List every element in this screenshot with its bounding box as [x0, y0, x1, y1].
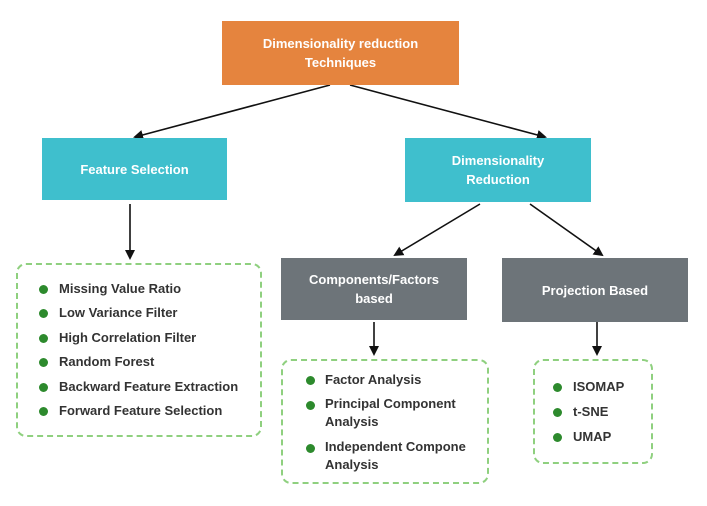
- bullet-icon: [39, 358, 48, 367]
- bullet-icon: [553, 383, 562, 392]
- feature-selection-node: Feature Selection: [42, 138, 227, 200]
- projection-node: Projection Based: [502, 258, 688, 322]
- root-node-line1: Dimensionality reduction: [262, 36, 419, 51]
- list-item: Low Variance Filter: [59, 305, 178, 320]
- arrow-reduction-to-components: [393, 203, 481, 257]
- list-item: Forward Feature Selection: [59, 403, 223, 418]
- dimensionality-reduction-line1: Dimensionality: [451, 153, 545, 168]
- list-item: Random Forest: [59, 354, 155, 369]
- bullet-icon: [306, 376, 315, 385]
- arrow-root-to-dimensionality-reduction: [349, 84, 547, 140]
- list-item: Factor Analysis: [325, 372, 422, 387]
- components-list: Factor Analysis Principal Component Anal…: [281, 359, 489, 484]
- bullet-icon: [39, 309, 48, 318]
- arrow-root-to-feature-selection: [133, 84, 331, 140]
- projection-list: ISOMAP t-SNE UMAP: [533, 359, 653, 464]
- list-item: Missing Value Ratio: [59, 281, 182, 296]
- feature-selection-list: Missing Value Ratio Low Variance Filter …: [16, 263, 262, 437]
- root-node-line2: Techniques: [304, 55, 377, 70]
- dimensionality-reduction-node: Dimensionality Reduction: [405, 138, 591, 202]
- bullet-icon: [553, 433, 562, 442]
- dimensionality-reduction-line2: Reduction: [466, 172, 530, 187]
- components-line1: Components/Factors: [308, 272, 439, 287]
- list-item-continuation: Analysis: [325, 457, 379, 472]
- list-item: High Correlation Filter: [59, 330, 197, 345]
- bullet-icon: [306, 444, 315, 453]
- list-item: ISOMAP: [573, 379, 625, 394]
- root-node: Dimensionality reduction Techniques: [222, 21, 459, 85]
- list-item-continuation: Analysis: [325, 414, 379, 429]
- list-item: Backward Feature Extraction: [59, 379, 239, 394]
- projection-label: Projection Based: [541, 282, 649, 298]
- bullet-icon: [39, 334, 48, 343]
- bullet-icon: [39, 383, 48, 392]
- feature-selection-label: Feature Selection: [80, 161, 189, 177]
- components-line2: based: [355, 291, 393, 306]
- bullet-icon: [306, 401, 315, 410]
- list-item: t-SNE: [573, 404, 609, 419]
- bullet-icon: [553, 408, 562, 417]
- list-item: Independent Compone: [325, 439, 466, 454]
- arrow-reduction-to-projection: [529, 203, 604, 257]
- bullet-icon: [39, 407, 48, 416]
- bullet-icon: [39, 285, 48, 294]
- list-item: UMAP: [573, 429, 612, 444]
- components-node: Components/Factors based: [281, 258, 467, 320]
- list-item: Principal Component: [325, 396, 456, 411]
